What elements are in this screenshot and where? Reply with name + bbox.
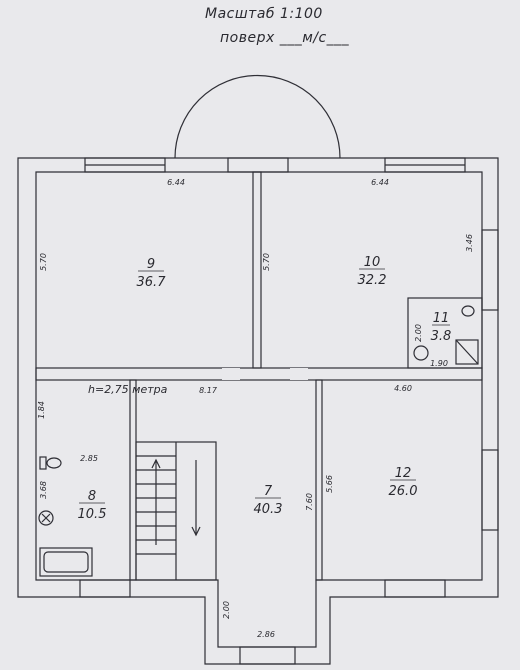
shower-tray-icon: [455, 339, 479, 365]
dim-room7-height: 7.60: [305, 493, 314, 511]
room-8-area: 10.5: [78, 507, 107, 522]
room-11-area: 3.8: [431, 329, 452, 344]
dim-room11-width: 1.90: [430, 359, 448, 368]
room-11-walls: [407, 297, 483, 369]
dim-bay-depth: 2.00: [222, 601, 231, 619]
dim-room8-height: 3.68: [39, 481, 48, 499]
partition-7-12: [315, 379, 323, 581]
window-bottom-bay: [239, 646, 296, 665]
window-bottom-right: [384, 579, 446, 598]
bathtub-icon: [39, 547, 93, 577]
dim-room11-height: 2.00: [414, 324, 423, 342]
window-right-upper: [481, 229, 499, 311]
dim-room8-top: 1.84: [37, 401, 46, 419]
room-7-number: 7: [264, 484, 273, 499]
dim-room12-height: 5.66: [325, 475, 334, 493]
room-11-number: 11: [433, 311, 450, 326]
balcony-arc: [174, 74, 341, 159]
sink-icon: [38, 510, 54, 526]
partition-9-10: [252, 171, 262, 369]
window-right-lower: [481, 449, 499, 531]
dim-room9-width: 6.44: [167, 178, 185, 187]
partition-horizontal: [35, 367, 483, 381]
dim-room8-width: 2.85: [80, 454, 98, 463]
toilet-11-icon: [461, 305, 475, 317]
dim-room12-width: 4.60: [394, 384, 412, 393]
room-10-area: 32.2: [358, 273, 387, 288]
dim-room10-width: 6.44: [371, 178, 389, 187]
room-8-number: 8: [88, 489, 96, 504]
scale-caption: Масштаб 1:100: [205, 6, 323, 22]
dim-room10-height: 5.70: [262, 253, 271, 271]
balcony-door-gap: [227, 157, 289, 173]
room-9-area: 36.7: [137, 275, 167, 290]
room-12-number: 12: [395, 466, 412, 481]
dim-room10-right: 3.46: [465, 234, 474, 252]
sink-11-icon: [413, 345, 429, 361]
dim-corridor-length: 8.17: [199, 386, 218, 395]
inner-wall-outline: [35, 171, 483, 648]
outer-wall-outline: [17, 157, 499, 665]
floor-caption: поверх ___м/с___: [220, 30, 350, 46]
dim-bay-width: 2.86: [257, 630, 275, 639]
room-10-number: 10: [364, 255, 381, 270]
window-bottom-left: [79, 579, 131, 598]
dim-room9-height: 5.70: [39, 253, 48, 271]
toilet-icon: [46, 457, 62, 469]
partition-7-8: [129, 379, 137, 581]
room-7-area: 40.3: [254, 502, 283, 517]
room-12-area: 26.0: [389, 484, 418, 499]
ceiling-height-note: h=2,75 метра: [88, 383, 168, 396]
room-9-number: 9: [147, 257, 155, 272]
